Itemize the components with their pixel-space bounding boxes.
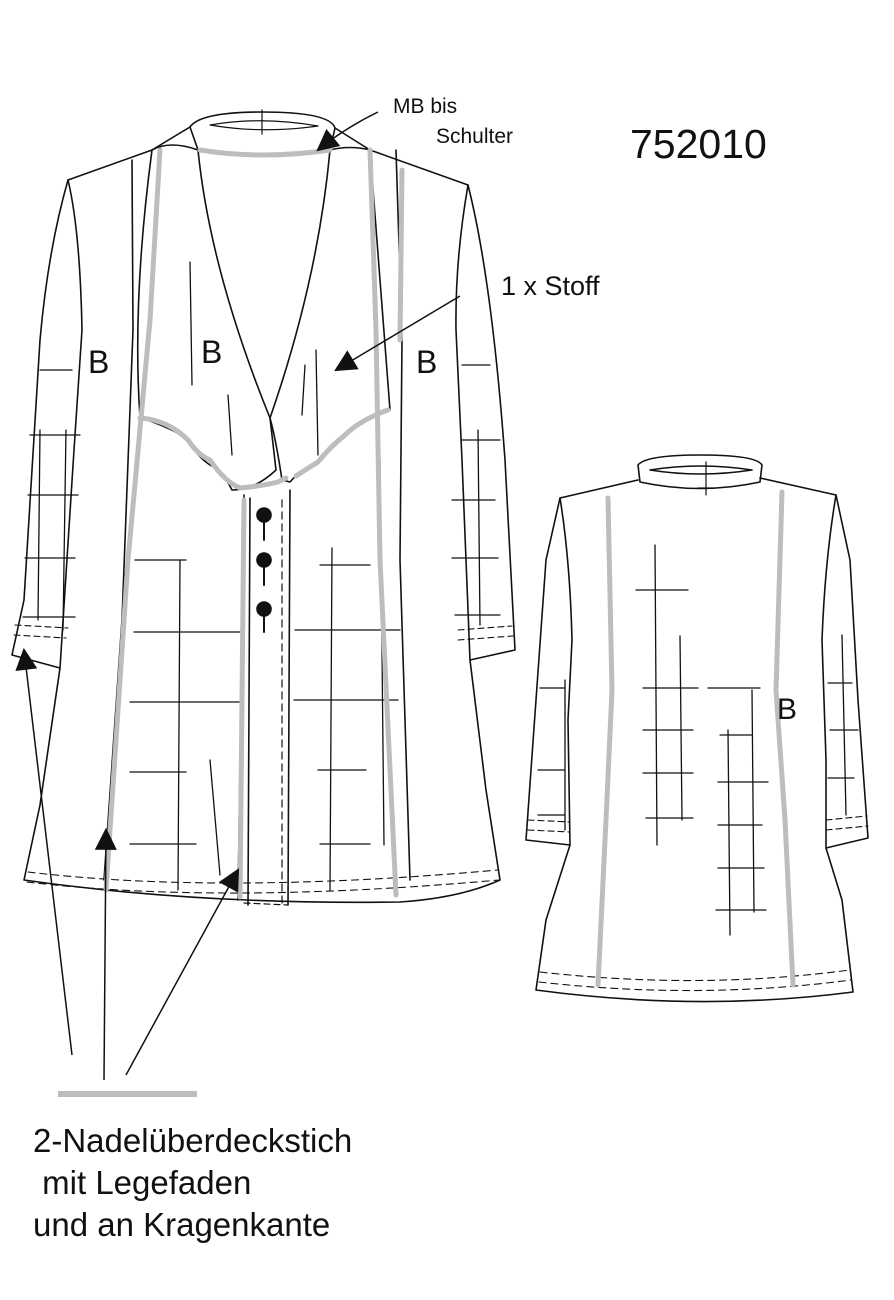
collar-fabric-callout: 1 x Stoff: [501, 271, 600, 301]
collar-fabric-arrow: [334, 295, 461, 372]
neckband-callout-line1: MB bis: [393, 95, 458, 118]
front-right-armhole: [455, 184, 471, 661]
button-icon: [256, 601, 272, 617]
back-body-outline: [525, 477, 869, 1003]
stitch-note: 2-Nadelüberdeckstich mit Legefaden und a…: [33, 1120, 352, 1246]
neckband-callout-line2: Schulter: [436, 125, 514, 148]
panel-label-front-collar: B: [201, 334, 223, 370]
button-icon: [256, 552, 272, 568]
stitch-note-line2: mit Legefaden: [33, 1164, 252, 1201]
placket-arrow: [125, 868, 240, 1076]
style-number: 752010: [630, 121, 767, 167]
side-seam-arrow: [94, 827, 117, 1081]
back-view: [525, 454, 869, 1003]
sleeve-hem-arrow: [15, 647, 73, 1056]
button-icon: [256, 507, 272, 523]
front-left-armhole: [59, 179, 83, 669]
back-neckband: [637, 454, 763, 490]
stitch-note-line1: 2-Nadelüberdeckstich: [33, 1122, 353, 1159]
front-body-outline: [11, 126, 516, 904]
front-view: [11, 109, 516, 906]
panel-label-front-left: B: [88, 344, 110, 380]
callout-arrows: [15, 111, 461, 1081]
stitch-note-line3: und an Kragenkante: [33, 1206, 331, 1243]
panel-label-back-right: B: [777, 693, 798, 726]
panel-label-front-right: B: [416, 344, 438, 380]
neckband-arrow: [316, 111, 379, 152]
